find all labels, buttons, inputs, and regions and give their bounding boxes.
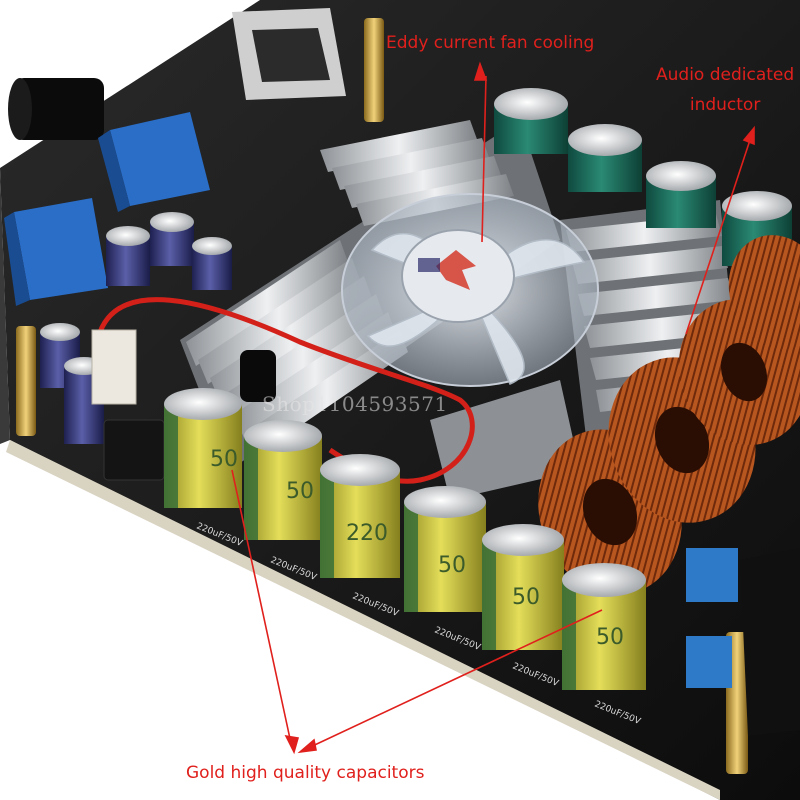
watermark: Shop1104593571 xyxy=(262,392,448,416)
callout-arrows xyxy=(231,61,755,755)
callout-capacitors: Gold high quality capacitors xyxy=(186,763,425,783)
svg-text:50: 50 xyxy=(210,447,238,472)
black-transistor xyxy=(240,350,276,402)
blue-potentiometer xyxy=(4,112,210,306)
usb-port xyxy=(232,8,346,100)
terminal-block xyxy=(740,548,800,736)
callout-fan-cooling: Eddy current fan cooling xyxy=(386,33,595,53)
blue-film-capacitors xyxy=(686,548,738,688)
fan-label-logo xyxy=(418,250,476,290)
black-choke xyxy=(103,419,165,481)
volume-knob xyxy=(8,78,104,140)
gold-capacitor: 50 xyxy=(562,563,646,690)
cooling-fan xyxy=(341,193,599,387)
svg-text:50: 50 xyxy=(512,585,540,610)
svg-text:50: 50 xyxy=(438,553,466,578)
gold-capacitor: 50 xyxy=(244,420,322,540)
gold-capacitor: 50 xyxy=(164,388,242,508)
gold-capacitor-row: 50 50 220 50 xyxy=(164,388,646,690)
svg-text:220: 220 xyxy=(346,521,388,546)
callout-inductor-line1: Audio dedicated xyxy=(656,65,795,85)
svg-text:50: 50 xyxy=(596,625,624,650)
red-wire xyxy=(97,297,475,484)
gold-capacitor: 50 xyxy=(482,524,564,650)
copper-inductors xyxy=(538,235,800,595)
wire-connector xyxy=(91,329,137,405)
svg-text:50: 50 xyxy=(286,479,314,504)
callout-inductor-line2: inductor xyxy=(689,95,761,115)
gold-capacitor: 220 xyxy=(320,454,400,578)
callout-inductor: Audio dedicated inductor xyxy=(656,60,794,120)
gold-capacitor: 50 xyxy=(404,486,486,612)
